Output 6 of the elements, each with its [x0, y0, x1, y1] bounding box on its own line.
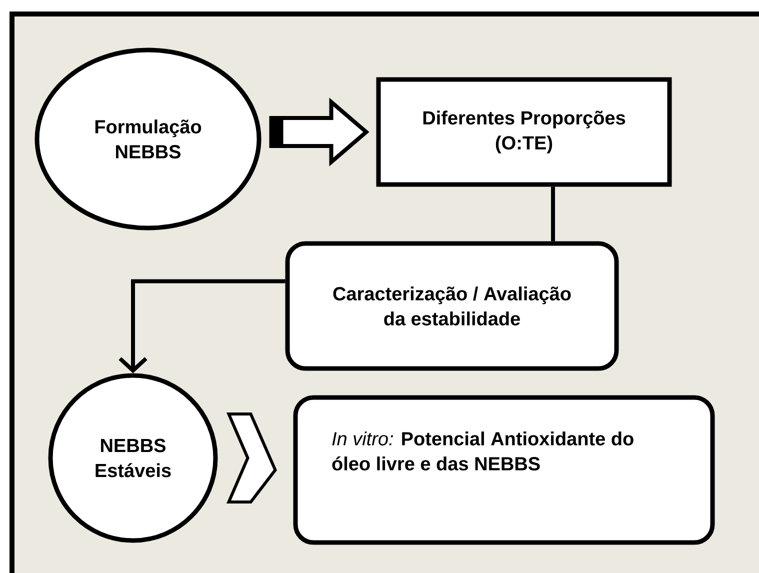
arrow [118, 279, 286, 374]
process-box: Caracterização / Avaliação da estabilidade [285, 241, 619, 371]
arrow [226, 412, 277, 504]
process-box: In vitro: Potencial Antioxidante do óleo livre e das NEBBS [293, 395, 715, 545]
arrow [269, 98, 370, 166]
process-box: Diferentes Proporções (O:TE) [376, 77, 672, 187]
